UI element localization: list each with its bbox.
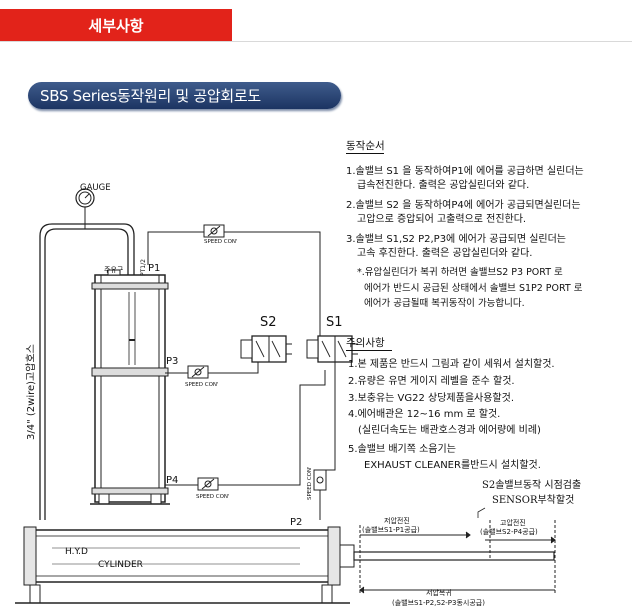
speed-con-p3-label: SPEED CON' — [185, 382, 219, 388]
high-advance-label: 고압전진 — [500, 519, 526, 527]
operation-line: 3.솔밸브 S1,S2 P2,P3에 에어가 공급되면 실린더는 — [346, 234, 566, 245]
solenoid-valve-s2 — [240, 335, 292, 363]
operation-line: 고속 후진한다. 출력은 공압실린더와 같다. — [357, 248, 533, 259]
oil-reservoir-tank — [94, 274, 166, 503]
operations-title-underline — [346, 153, 384, 154]
note-line: 3.보충유는 VG22 상당제품을사용할것. — [348, 393, 514, 404]
note-line: 4.에어배관은 12~16 mm 로 할것. — [348, 409, 501, 420]
cylinder-label-line2: CYLINDER — [98, 560, 143, 570]
operations-title: 동작순서 — [346, 140, 385, 152]
note-line: EXHAUST CLEANER를반드시 설치할것. — [364, 460, 541, 471]
sensor-label-line1: S2솔밸브동작 시점검출 — [482, 480, 582, 491]
gauge-icon — [75, 188, 95, 229]
solenoid-valve-s1 — [306, 335, 358, 363]
low-return-label: 저압복귀 — [426, 589, 452, 597]
speed-controller-p4 — [197, 477, 219, 491]
speed-con-right-label: SPEED CON' — [307, 466, 313, 500]
fast-advance-label: 저압전진 — [384, 517, 410, 525]
air-line-p4 — [165, 370, 326, 486]
air-line-p2 — [319, 362, 336, 520]
operation-line: 에어가 공급될때 복귀동작이 가능합니다. — [364, 298, 525, 309]
header-divider — [0, 41, 632, 42]
hose-label: 3/4" (2wire)고압호스 — [26, 344, 37, 440]
speed-con-p4-label: SPEED CON' — [196, 494, 230, 500]
operation-line: 에어가 반드시 공급된 상태에서 솔밸브 S1P2 PORT 로 — [364, 283, 583, 294]
sensor-label-line2: SENSOR부착할것 — [492, 495, 575, 506]
low-return-sub-label: (솔밸브S1-P2,S2-P3동시공급) — [392, 599, 485, 607]
high-pressure-hose — [44, 228, 129, 520]
operation-line: *.유압실린더가 복귀 하려면 솔밸브S2 P3 PORT 로 — [357, 267, 563, 278]
page-title: SBS Series동작원리 및 공압회로도 — [28, 82, 341, 109]
section-tab[interactable]: 세부사항 — [0, 9, 232, 41]
operation-line: 급속전진한다. 출력은 공압실린더와 같다. — [357, 180, 530, 191]
port-p1-label: P1 — [148, 263, 161, 274]
note-line: 2.유량은 유면 게이지 레벨을 준수 할것. — [348, 376, 515, 387]
operation-line: 1.솔밸브 S1 을 동작하여P1에 에어를 공급하면 실린더는 — [346, 166, 584, 177]
gauge-label: GAUGE — [80, 183, 111, 193]
speed-controller-top — [203, 224, 225, 238]
speed-controller-right — [313, 469, 327, 491]
speed-con-top-label: SPEED CON' — [204, 239, 238, 245]
valve-s2-label: S2 — [260, 315, 277, 330]
note-line: 5.솔밸브 배기쪽 소음기는 — [348, 444, 456, 455]
port-p2-label: P2 — [290, 517, 303, 528]
operation-line: 2.솔밸브 S2 을 동작하여P4에 에어가 공급되면실린더는 — [346, 200, 581, 211]
port-p3-label: P3 — [166, 356, 179, 367]
pt-label: PT1/2 — [140, 259, 147, 276]
oil-supply-label: 주유구 — [104, 266, 124, 274]
note-line: 1.본 제품은 반드시 그림과 같이 세워서 설치할것. — [348, 359, 555, 370]
air-line-p3 — [165, 360, 259, 374]
notes-title-underline — [346, 350, 392, 351]
valve-s1-label: S1 — [326, 315, 343, 330]
speed-controller-p3 — [187, 365, 209, 379]
notes-title: 주의사항 — [346, 337, 385, 349]
air-line-p1 — [147, 231, 321, 340]
note-line: (실린더속도는 배관호스경과 에어량에 비례) — [358, 425, 541, 436]
fast-advance-sub-label: (솔밸브S1-P1공급) — [362, 526, 420, 534]
high-advance-sub-label: (솔밸브S2-P4공급) — [480, 528, 538, 536]
port-p4-label: P4 — [166, 475, 179, 486]
cylinder-label-line1: H.Y.D — [65, 547, 88, 557]
hydraulic-cylinder — [15, 526, 555, 604]
operation-line: 고압으로 증압되어 고출력으로 전진한다. — [357, 214, 527, 225]
